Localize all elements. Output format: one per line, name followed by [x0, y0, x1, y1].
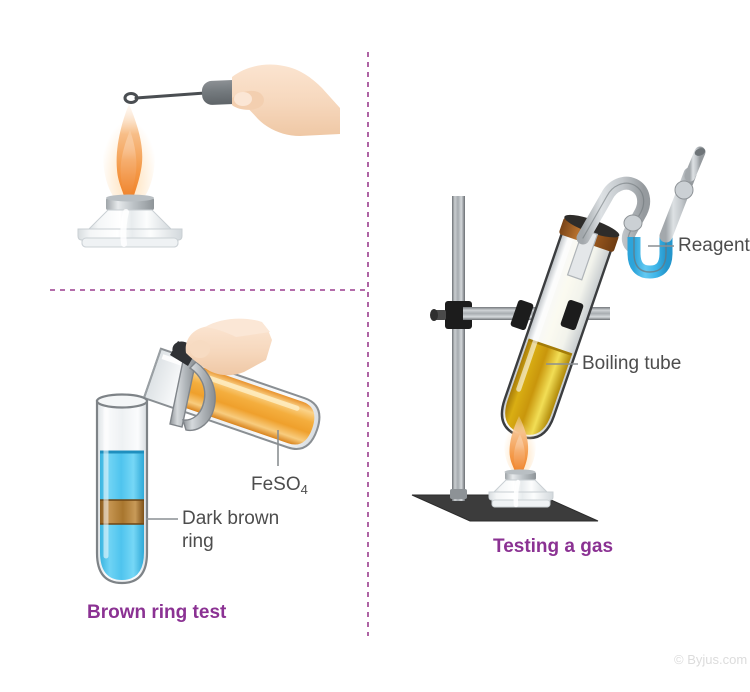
stand-rod-foot — [450, 489, 467, 499]
u-tube-nozzle — [684, 146, 706, 182]
test-tube-rim — [95, 393, 149, 409]
clamp-jaw-left — [510, 299, 534, 331]
tongs-jaw — [182, 361, 216, 432]
boiling-tube-label: Boiling tube — [582, 353, 682, 374]
lamp-highlight — [120, 209, 129, 247]
boiling-tube-gloss — [516, 235, 574, 392]
u-tube-glass-left — [633, 232, 667, 273]
feso4-tube-liquid — [181, 364, 315, 445]
feso4-tube-highlight — [199, 373, 300, 411]
hand-knuckle — [190, 340, 210, 358]
testing-a-gas-illustration — [411, 146, 706, 522]
burner-highlight — [513, 479, 521, 508]
burner-flame-inner — [513, 434, 525, 476]
clamp-screw-head — [430, 309, 438, 321]
lamp-flame-inner — [120, 130, 137, 203]
flame-test-illustration — [77, 64, 340, 248]
lamp-base-ring — [81, 237, 179, 248]
credit-watermark: © Byjus.com — [674, 652, 748, 667]
u-tube-nozzle-opening — [694, 148, 706, 156]
tongs — [169, 341, 216, 432]
testing-a-gas-caption: Testing a gas — [493, 536, 614, 557]
burner-base-ring — [491, 499, 551, 508]
reagent-label: Reagent — [678, 235, 750, 256]
feso4-tube-rim — [143, 348, 162, 399]
hand-holding-loop — [232, 64, 340, 136]
hand-upper — [205, 318, 270, 337]
boiling-tube — [500, 214, 620, 440]
stand-base-plate — [412, 495, 598, 521]
lamp-collar-top — [106, 194, 154, 202]
u-tube-reagent — [627, 235, 673, 279]
test-tube — [95, 393, 149, 585]
u-tube-bulb — [674, 180, 694, 200]
hand-holding-tongs — [185, 325, 272, 376]
wire-loop-shaft — [134, 91, 207, 100]
feso4-label: FeSO4 — [251, 474, 308, 497]
burner-collar-top — [504, 469, 536, 475]
brown-ring-test-illustration — [95, 318, 321, 585]
stand-vertical-rod — [452, 196, 465, 501]
wire-loop-ring — [123, 92, 139, 104]
brown-ring-test-caption: Brown ring test — [87, 602, 227, 623]
hand-fingertip — [234, 92, 252, 106]
delivery-tube-bulb — [623, 214, 643, 232]
clamp-jaw-right — [560, 299, 584, 331]
